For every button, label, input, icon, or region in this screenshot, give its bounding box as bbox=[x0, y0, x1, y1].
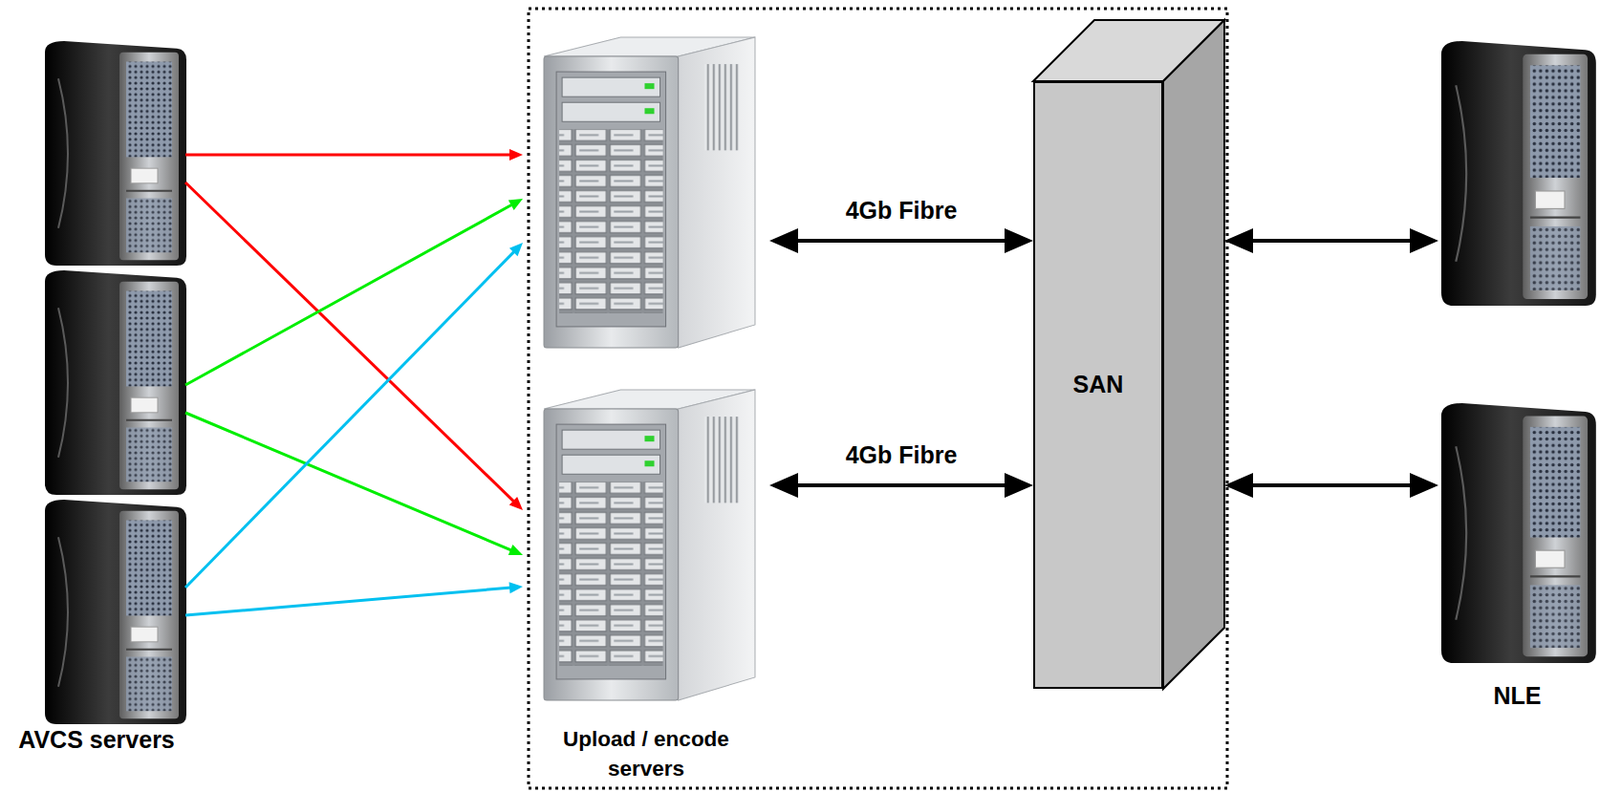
connector-line bbox=[796, 483, 1007, 488]
connector-line bbox=[185, 412, 513, 551]
connector bbox=[185, 582, 523, 616]
connector-line bbox=[185, 587, 512, 616]
arrow-head bbox=[509, 149, 523, 161]
connector-line bbox=[1251, 238, 1412, 243]
connector-line bbox=[185, 251, 516, 588]
arrow-head bbox=[508, 544, 523, 556]
arrow-head bbox=[1409, 473, 1439, 498]
connector bbox=[769, 473, 1034, 498]
connector-line bbox=[185, 204, 513, 386]
connector-line bbox=[185, 182, 515, 503]
arrow-head bbox=[508, 198, 523, 211]
avcs-server bbox=[44, 41, 187, 266]
nle-server bbox=[1441, 41, 1597, 306]
connector bbox=[185, 182, 523, 511]
upload-server bbox=[543, 37, 756, 348]
arrow-head bbox=[509, 497, 523, 511]
connector bbox=[185, 198, 523, 386]
connector-line bbox=[796, 238, 1007, 243]
server-group: NLE bbox=[1438, 38, 1597, 714]
arrow-head bbox=[509, 242, 523, 257]
connector bbox=[1224, 228, 1439, 254]
arrow-head bbox=[1409, 228, 1439, 254]
arrow-head bbox=[1224, 228, 1254, 254]
arrow-head bbox=[509, 582, 523, 594]
connector bbox=[185, 242, 523, 588]
node-label: AVCS servers bbox=[18, 724, 175, 757]
arrow-head bbox=[769, 228, 799, 254]
avcs-server bbox=[44, 270, 187, 496]
connector bbox=[1224, 473, 1439, 498]
link-label: 4Gb Fibre bbox=[842, 195, 962, 225]
server-group: Upload / encode servers bbox=[522, 28, 770, 784]
san-side bbox=[1163, 20, 1225, 690]
storage-box: SAN bbox=[1033, 81, 1164, 690]
node-label: SAN bbox=[1073, 368, 1125, 402]
arrow-head bbox=[769, 473, 799, 498]
upload-server bbox=[543, 389, 756, 701]
avcs-server bbox=[44, 499, 187, 725]
arrow-head bbox=[1004, 473, 1034, 498]
connector bbox=[769, 228, 1034, 254]
connector bbox=[185, 149, 523, 161]
server-group: AVCS servers bbox=[7, 38, 186, 757]
dotted-boundary bbox=[528, 8, 1228, 789]
connector-line bbox=[185, 153, 512, 157]
arrow-head bbox=[1004, 228, 1034, 254]
link-label: 4Gb Fibre bbox=[842, 440, 962, 470]
arrow-head bbox=[1224, 473, 1254, 498]
nle-server bbox=[1441, 403, 1597, 664]
node-label: Upload / encode servers bbox=[522, 725, 770, 784]
connector-line bbox=[1251, 483, 1412, 488]
node-label: NLE bbox=[1493, 680, 1542, 714]
